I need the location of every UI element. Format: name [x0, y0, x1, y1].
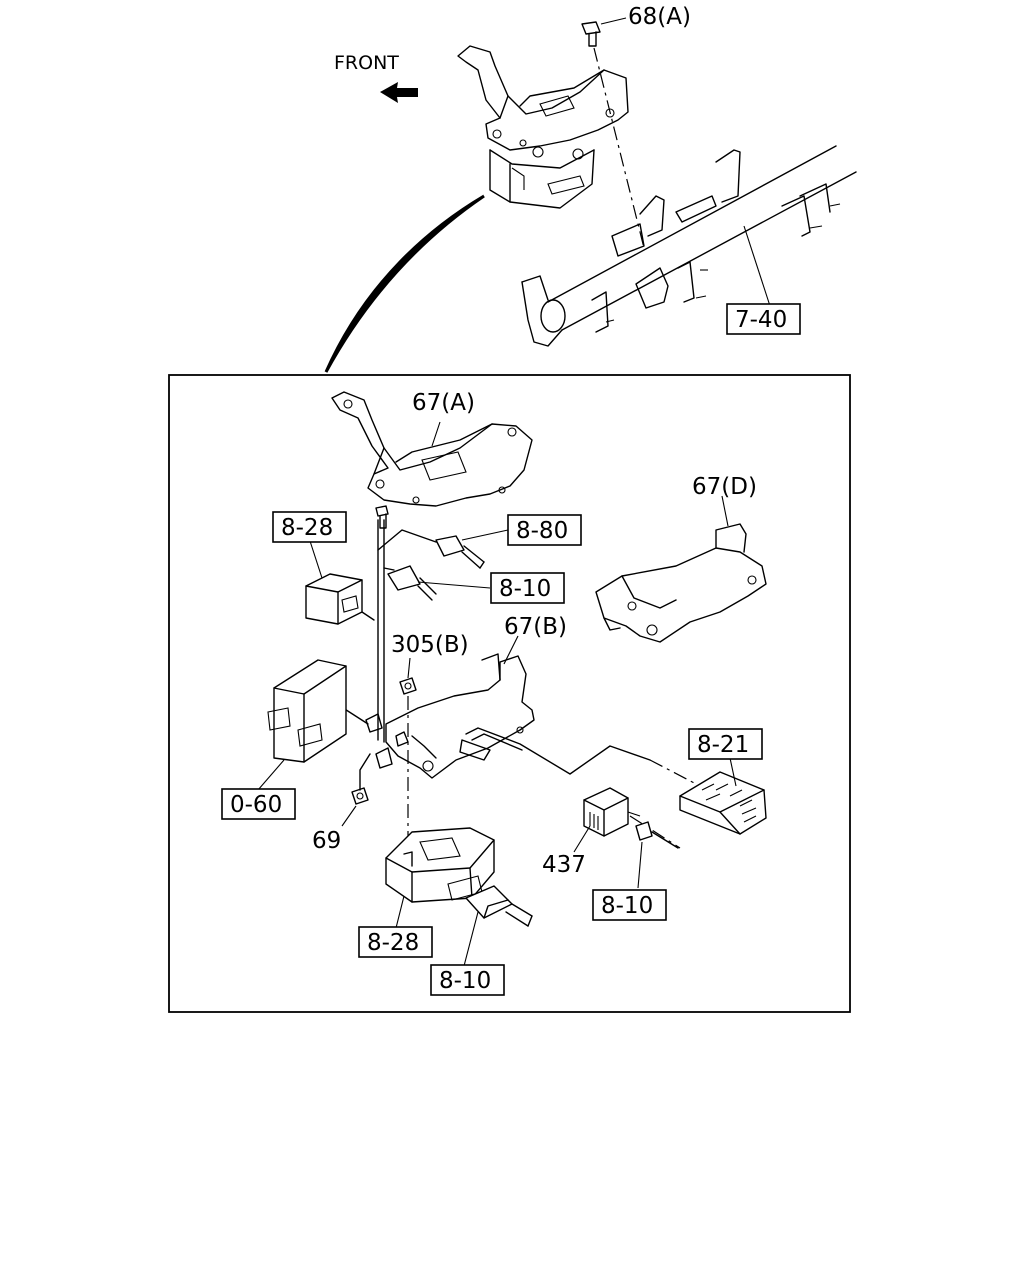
- module-0-60: [267, 659, 347, 763]
- callout-7-40[interactable]: 7-40: [735, 307, 787, 333]
- callout-437[interactable]: 437: [542, 852, 586, 878]
- ref-0-60-box: [221, 788, 296, 820]
- screw-icon: [375, 505, 389, 529]
- ref-8-28-top-leader: [309, 540, 323, 579]
- callout-69[interactable]: 69: [312, 828, 341, 854]
- module-8-28-top: [305, 573, 363, 625]
- bolt-68a-leader: [600, 17, 627, 25]
- ref-0-60[interactable]: 0-60: [230, 792, 282, 818]
- ref-8-28-bottom-leader: [395, 895, 405, 929]
- cross-car-beam: [521, 145, 857, 347]
- detail-pointer-arrow: [324, 194, 485, 373]
- detail-view-frame: [168, 374, 851, 1013]
- module-8-28-bottom: [385, 827, 495, 903]
- wiring-harness: [339, 519, 701, 849]
- bolt-68a-leader-dash: [593, 47, 645, 249]
- callout-7-40-box: [726, 303, 801, 335]
- ref-8-80-box: [507, 514, 582, 546]
- ref-8-28-top[interactable]: 8-28: [281, 515, 333, 541]
- connector-8-10-right: [635, 821, 679, 849]
- bracket-67b-leader: [503, 635, 519, 665]
- ref-8-10-upper-box: [490, 572, 565, 604]
- relay-437: [583, 787, 641, 837]
- ref-8-10-bottom-leader: [463, 911, 479, 967]
- callout-67d[interactable]: 67(D): [692, 474, 757, 500]
- connector-8-21: [679, 771, 767, 835]
- relay-437-leader: [573, 825, 591, 853]
- ref-8-10-right[interactable]: 8-10: [601, 893, 653, 919]
- nut-69-icon: [351, 787, 369, 805]
- ref-8-10-right-leader: [637, 841, 643, 889]
- nut-69-leader: [341, 805, 357, 827]
- ref-8-10-upper[interactable]: 8-10: [499, 576, 551, 602]
- front-arrow-icon: [380, 82, 418, 103]
- bracket-67a-leader: [431, 421, 441, 447]
- callout-67a[interactable]: 67(A): [412, 390, 475, 416]
- ref-8-28-top-box: [272, 511, 347, 543]
- pipe-leader: [743, 225, 771, 307]
- ref-8-28-bottom[interactable]: 8-28: [367, 930, 419, 956]
- ref-8-10-right-box: [592, 889, 667, 921]
- ref-8-80[interactable]: 8-80: [516, 518, 568, 544]
- connector-8-80: [435, 535, 485, 569]
- bracket-67b: [385, 653, 535, 779]
- ref-8-21-leader: [729, 757, 737, 787]
- ref-8-10-bottom[interactable]: 8-10: [439, 968, 491, 994]
- ref-8-28-bottom-box: [358, 926, 433, 958]
- ref-8-10-upper-leader: [417, 581, 491, 589]
- nut-305b-leader: [407, 657, 411, 679]
- connector-8-10-upper: [387, 565, 437, 601]
- nut-305b-icon: [399, 677, 417, 695]
- front-label: FRONT: [334, 52, 399, 74]
- connector-8-10-bottom: [465, 885, 533, 927]
- overview-assembly: FRONT 68(A): [324, 4, 857, 373]
- ref-8-80-leader: [461, 529, 509, 541]
- ref-8-10-bottom-box: [430, 964, 505, 996]
- callout-67b[interactable]: 67(B): [504, 614, 567, 640]
- ref-8-21[interactable]: 8-21: [697, 732, 749, 758]
- bracket-67d: [595, 523, 767, 643]
- callout-68a[interactable]: 68(A): [628, 4, 691, 30]
- callout-305b[interactable]: 305(B): [391, 632, 469, 658]
- bracket-67d-leader: [721, 495, 729, 527]
- ref-8-21-box: [688, 728, 763, 760]
- harness-clips: [365, 713, 409, 769]
- ref-0-60-leader: [257, 759, 285, 791]
- overview-bracket: [457, 45, 629, 209]
- bracket-67a: [331, 391, 533, 507]
- bolt-68a-icon: [581, 21, 601, 47]
